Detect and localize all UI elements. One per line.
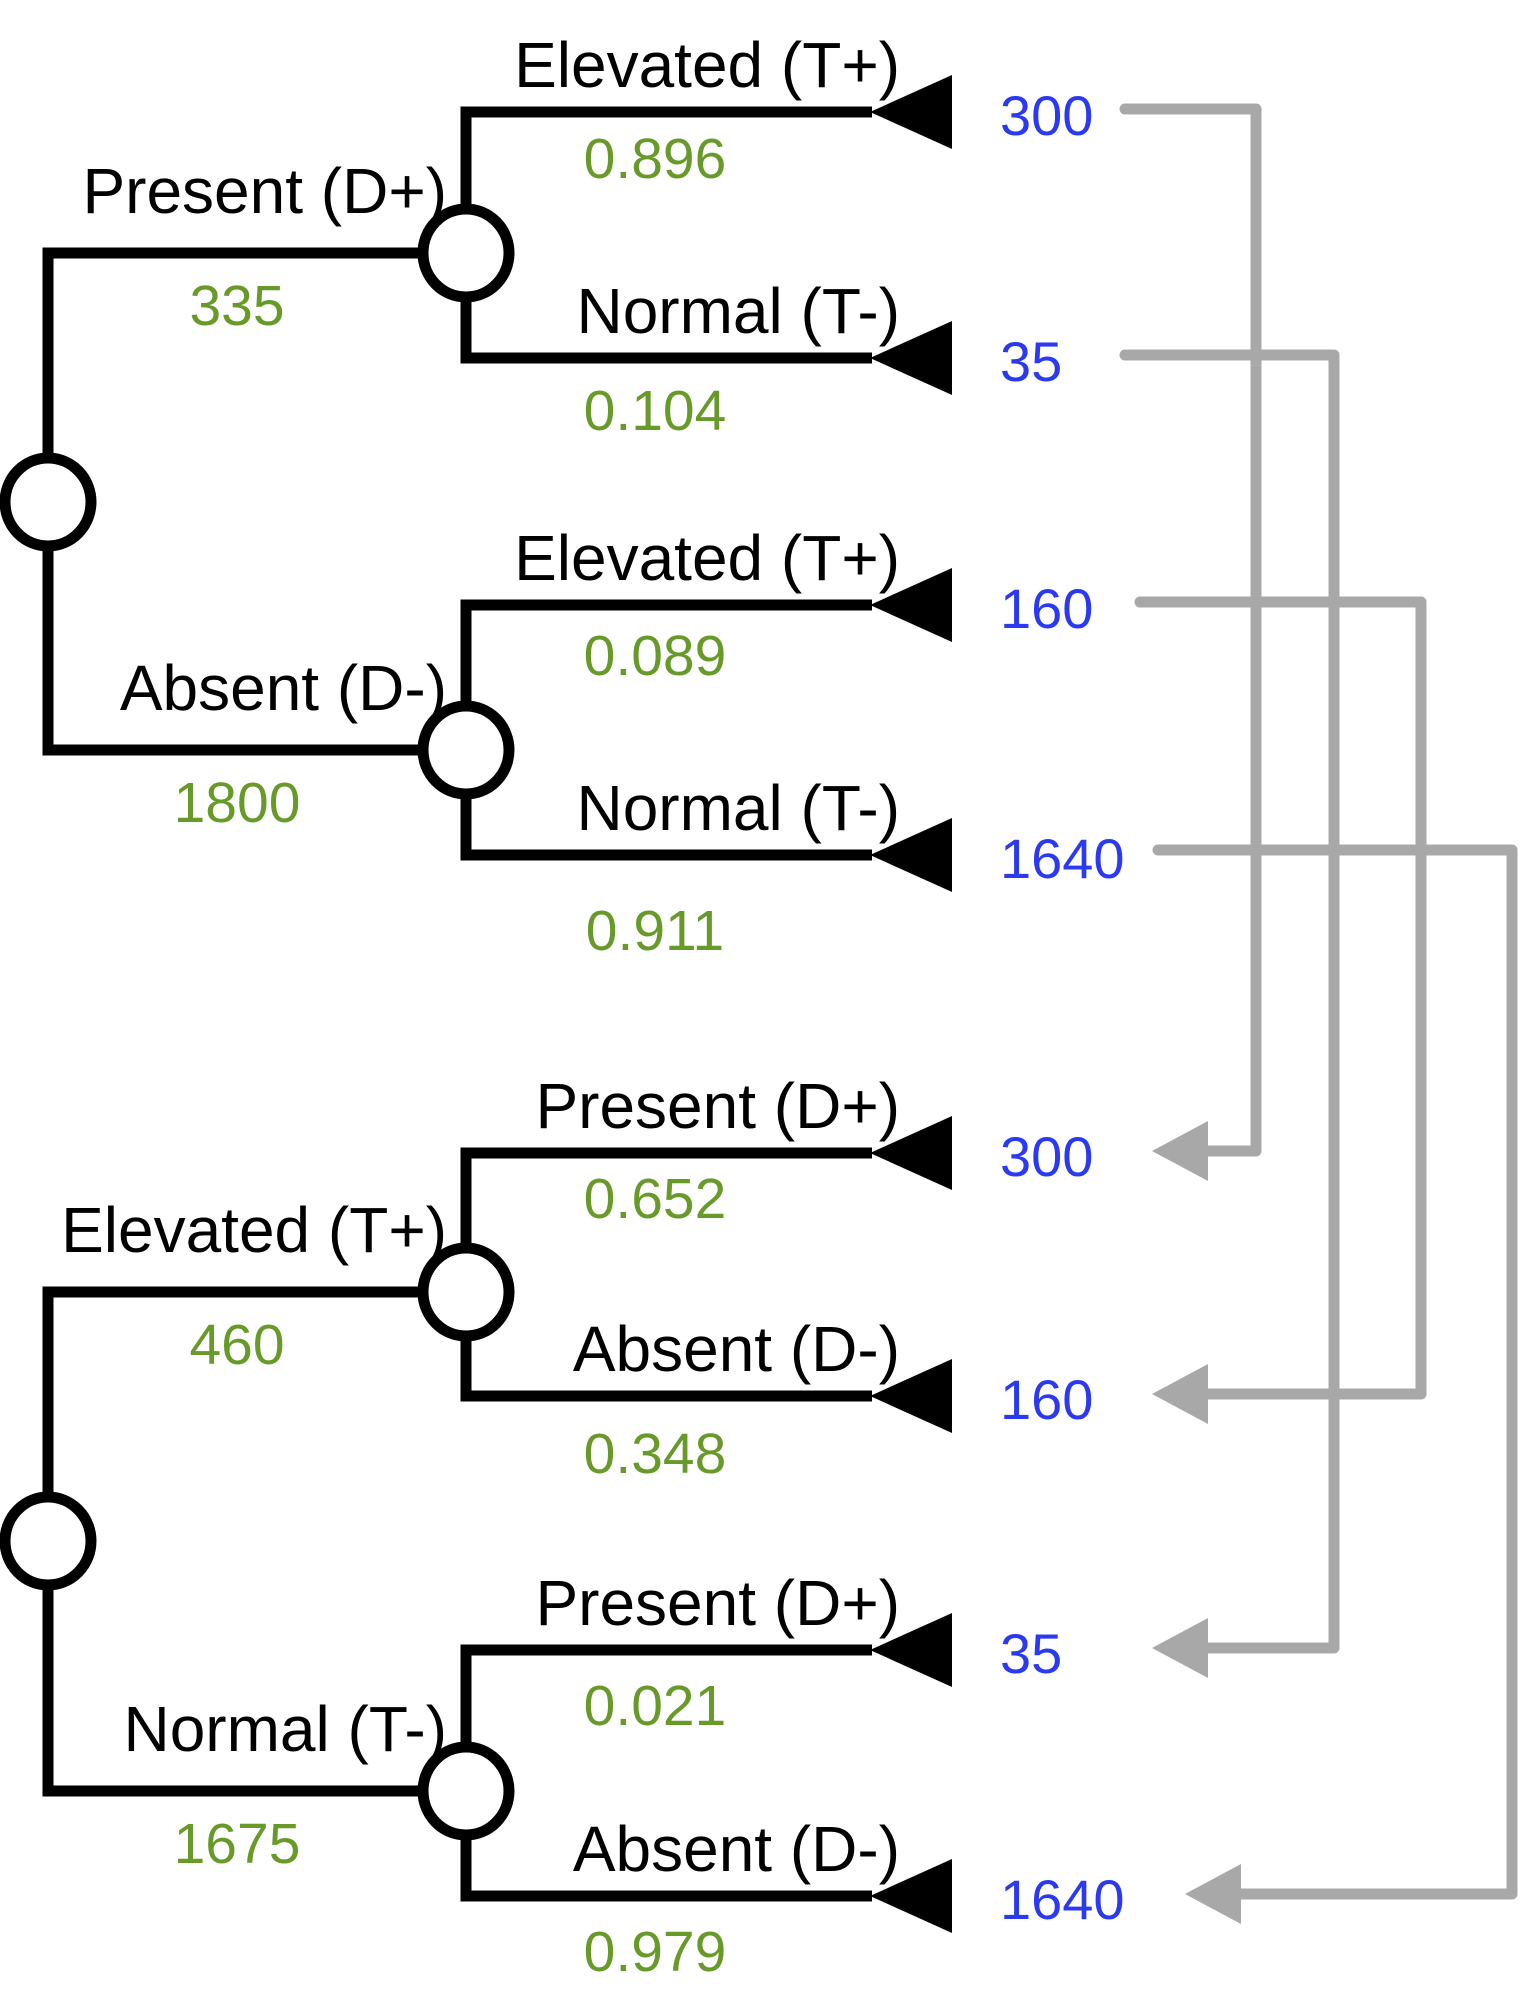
branch-label: Normal (T-)	[123, 1693, 447, 1765]
chance-node-icon	[417, 1741, 515, 1841]
leaf-probability: 0.652	[584, 1167, 727, 1231]
leaf-label: Present (D+)	[535, 1567, 900, 1639]
leaf-probability: 0.979	[584, 1920, 727, 1984]
flip-arrow-35-head-icon	[1152, 1618, 1208, 1678]
branch-count: 1675	[174, 1812, 301, 1876]
flip-arrow-160-line	[1134, 596, 1427, 1400]
terminal-node-icon	[870, 321, 952, 395]
flip-arrow-300-head-icon	[1152, 1121, 1208, 1181]
leaf-probability: 0.348	[584, 1422, 727, 1486]
flip-arrow-1640-line	[1152, 844, 1518, 1900]
terminal-node-icon	[870, 1359, 952, 1433]
tree2-structure	[0, 1116, 952, 1933]
leaf-label: Absent (D-)	[573, 1313, 900, 1385]
leaf-probability: 0.104	[584, 379, 727, 443]
leaf-label: Normal (T-)	[576, 772, 900, 844]
leaf-frequency: 1640	[1000, 827, 1125, 890]
chance-node-icon	[0, 452, 97, 552]
branch-count: 1800	[174, 771, 301, 835]
leaf-frequency: 300	[1000, 84, 1093, 147]
tree1-structure	[0, 75, 952, 892]
branch-count: 335	[189, 274, 284, 338]
leaf-label: Elevated (T+)	[514, 522, 900, 594]
leaf-label: Normal (T-)	[576, 275, 900, 347]
terminal-node-icon	[870, 1613, 952, 1687]
terminal-node-icon	[870, 1859, 952, 1933]
terminal-node-icon	[870, 818, 952, 892]
branch-count: 460	[189, 1313, 284, 1377]
leaf-probability: 0.896	[584, 127, 727, 191]
chance-node-icon	[0, 1491, 97, 1591]
flip-arrow-160-head-icon	[1152, 1364, 1208, 1424]
terminal-node-icon	[870, 75, 952, 149]
branch-label: Absent (D-)	[120, 652, 447, 724]
terminal-node-icon	[870, 1116, 952, 1190]
leaf-label: Elevated (T+)	[514, 29, 900, 101]
leaf-label: Present (D+)	[535, 1070, 900, 1142]
leaf-probability: 0.911	[586, 899, 724, 963]
tree2-text: Elevated (T+) 460 Normal (T-) 1675 Prese…	[61, 1070, 1125, 1984]
flip-arrow-300-line	[1119, 103, 1262, 1157]
chance-node-icon	[417, 700, 515, 800]
branch-label: Present (D+)	[82, 155, 447, 227]
leaf-frequency: 160	[1000, 577, 1093, 640]
leaf-frequency: 35	[1000, 330, 1062, 393]
chance-node-icon	[417, 1242, 515, 1342]
leaf-frequency: 160	[1000, 1368, 1093, 1431]
flip-arrow-1640-head-icon	[1185, 1864, 1241, 1924]
branch-label: Elevated (T+)	[61, 1194, 447, 1266]
flip-arrows-group	[1119, 103, 1518, 1924]
leaf-probability: 0.089	[584, 624, 727, 688]
leaf-probability: 0.021	[584, 1674, 727, 1738]
leaf-frequency: 1640	[1000, 1868, 1125, 1931]
chance-node-icon	[417, 203, 515, 303]
leaf-frequency: 300	[1000, 1125, 1093, 1188]
terminal-node-icon	[870, 568, 952, 642]
leaf-frequency: 35	[1000, 1622, 1062, 1685]
leaf-label: Absent (D-)	[573, 1813, 900, 1885]
tree1-text: Present (D+) 335 Absent (D-) 1800 Elevat…	[82, 29, 1124, 963]
flip-arrow-35-line	[1119, 349, 1340, 1654]
